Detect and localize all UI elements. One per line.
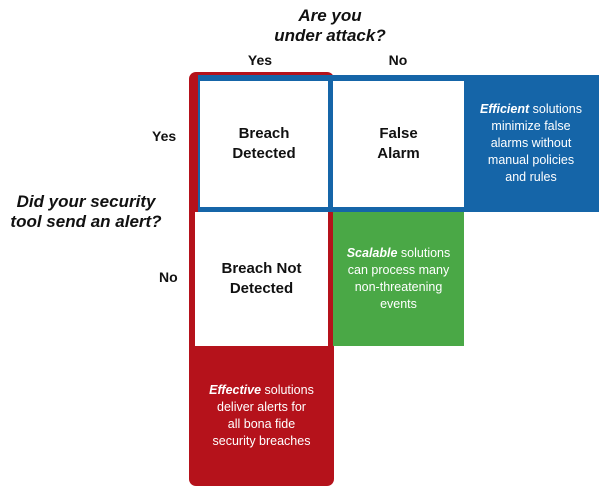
efficient-text-5: and rules: [505, 169, 557, 184]
effective-keyword: Effective: [209, 383, 262, 397]
effective-text-4: security breaches: [212, 434, 311, 448]
effective-text-2: deliver alerts for: [217, 400, 306, 414]
scalable-text-1: solutions: [397, 246, 451, 260]
scalable-text-3: non-threatening: [354, 280, 443, 294]
effective-text-1: solutions: [261, 383, 314, 397]
effective-column-outline: [194, 75, 198, 212]
scalable-text-4: events: [380, 297, 417, 311]
scalable-note: Scalable solutions can process many non-…: [333, 212, 464, 346]
row-header-no: No: [159, 269, 178, 285]
efficient-text-2: minimize false: [491, 118, 571, 133]
cell-breach-detected-label: Breach Detected: [232, 125, 296, 162]
cell-false-alarm: False Alarm: [333, 81, 464, 207]
column-header-no: No: [388, 52, 408, 68]
row-axis-title-line1: Did your security: [16, 192, 156, 211]
efficient-text-3: alarms without: [490, 135, 572, 150]
row-header-yes: Yes: [152, 128, 177, 144]
effective-note: Effective solutions deliver alerts for a…: [189, 350, 334, 482]
column-axis-title: Are you under attack?: [250, 6, 410, 46]
cell-breach-not-detected: Breach Not Detected: [195, 212, 328, 346]
cell-breach-not-detected-label: Breach Not Detected: [221, 260, 302, 297]
row-axis-title: Did your security tool send an alert?: [2, 192, 170, 232]
column-axis-title-line1: Are you: [298, 6, 362, 25]
efficient-note: Efficient solutions minimize false alarm…: [466, 78, 596, 208]
scalable-keyword: Scalable: [346, 246, 398, 260]
column-header-yes: Yes: [247, 52, 273, 68]
column-axis-title-line2: under attack?: [274, 26, 386, 45]
effective-text-3: all bona fide: [227, 417, 296, 431]
cell-breach-detected: Breach Detected: [200, 81, 328, 207]
efficient-text-1: solutions: [529, 101, 582, 116]
scalable-text-2: can process many: [347, 263, 450, 277]
cell-false-alarm-label: False Alarm: [377, 125, 420, 162]
efficient-text-4: manual policies: [487, 152, 575, 167]
efficient-keyword: Efficient: [480, 101, 530, 116]
row-axis-title-line2: tool send an alert?: [10, 212, 162, 231]
